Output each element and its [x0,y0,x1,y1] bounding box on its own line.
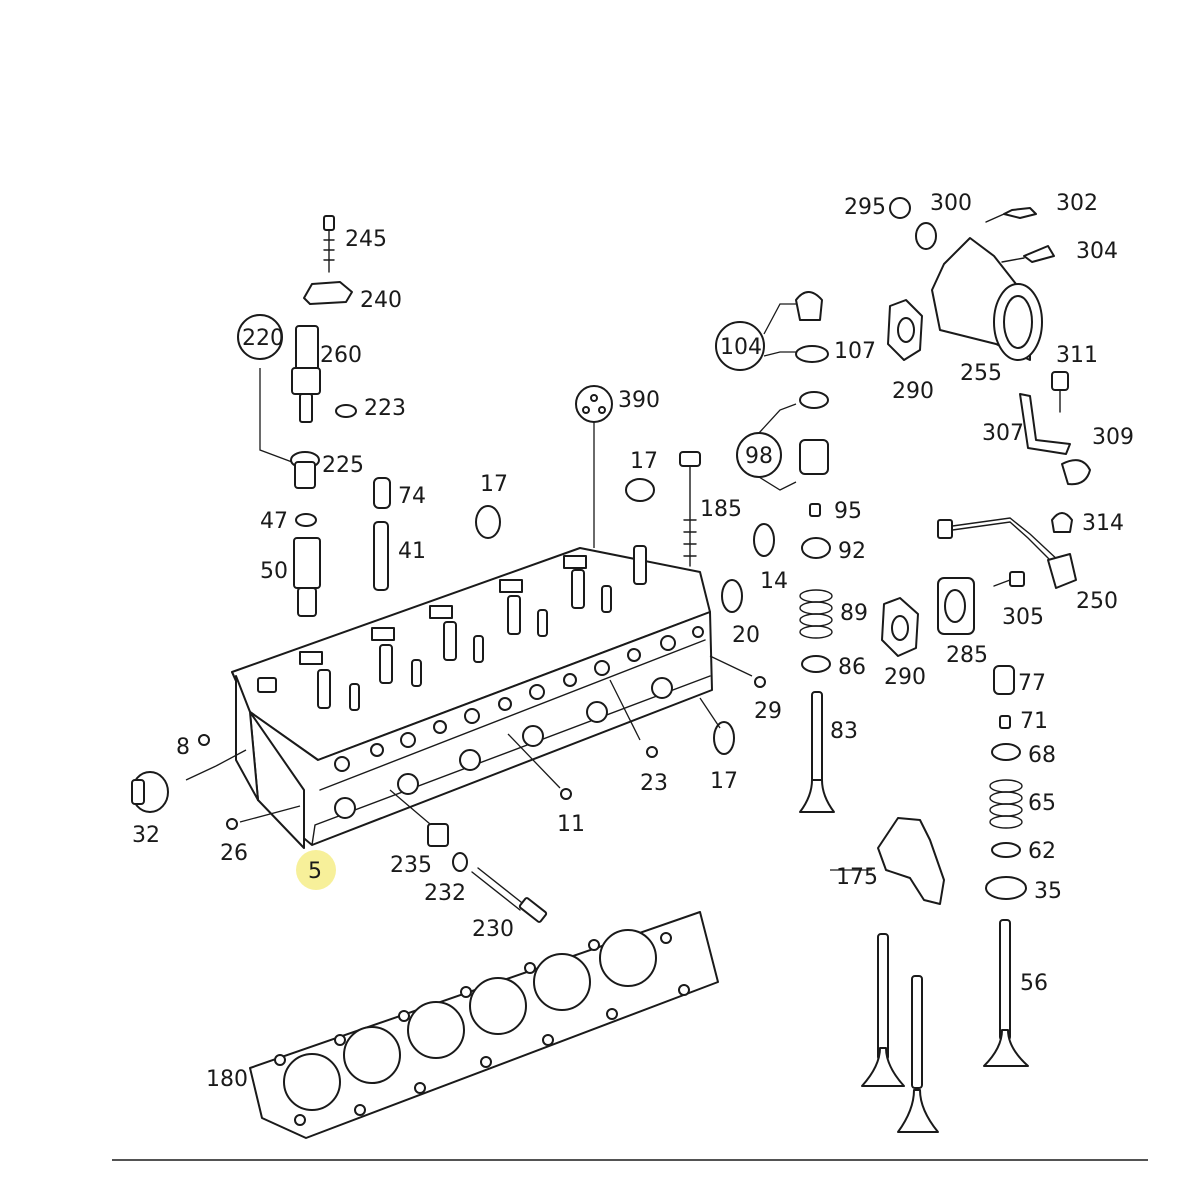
label-295[interactable]: 295 [844,195,886,220]
label-14[interactable]: 14 [760,569,788,594]
label-250[interactable]: 250 [1076,589,1118,614]
label-245[interactable]: 245 [345,227,387,252]
label-311[interactable]: 311 [1056,343,1098,368]
label-92[interactable]: 92 [838,539,866,564]
label-62[interactable]: 62 [1028,839,1056,864]
label-32[interactable]: 32 [132,823,160,848]
label-314[interactable]: 314 [1082,511,1124,536]
label-290-b[interactable]: 290 [884,665,926,690]
label-77[interactable]: 77 [1018,671,1046,696]
label-290-a[interactable]: 290 [892,379,934,404]
label-232[interactable]: 232 [424,881,466,906]
label-255[interactable]: 255 [960,361,1002,386]
label-29[interactable]: 29 [754,699,782,724]
label-260[interactable]: 260 [320,343,362,368]
label-8[interactable]: 8 [176,735,190,760]
label-95[interactable]: 95 [834,499,862,524]
bolt-185 [679,451,701,567]
label-89[interactable]: 89 [840,601,868,626]
label-235[interactable]: 235 [390,853,432,878]
glow-plug-group [427,823,548,923]
head-gasket [249,911,719,1139]
label-86[interactable]: 86 [838,655,866,680]
bracket-390 [575,385,613,548]
label-285[interactable]: 285 [946,643,988,668]
label-68[interactable]: 68 [1028,743,1056,768]
label-107[interactable]: 107 [834,339,876,364]
label-35[interactable]: 35 [1034,879,1062,904]
label-83[interactable]: 83 [830,719,858,744]
plugs-and-discs [131,478,775,830]
label-11[interactable]: 11 [557,812,585,837]
label-230[interactable]: 230 [472,917,514,942]
label-47[interactable]: 47 [260,509,288,534]
label-185[interactable]: 185 [700,497,742,522]
label-175[interactable]: 175 [836,865,878,890]
valve-train-center [715,291,835,813]
label-41[interactable]: 41 [398,539,426,564]
label-309[interactable]: 309 [1092,425,1134,450]
head-ports [334,626,704,819]
label-17-a[interactable]: 17 [480,472,508,497]
part-104-circle [715,321,765,371]
label-180[interactable]: 180 [206,1067,248,1092]
label-56[interactable]: 56 [1020,971,1048,996]
cylinder-head [231,545,713,849]
label-71[interactable]: 71 [1020,709,1048,734]
label-220[interactable]: 220 [242,326,284,351]
part-labels: 245 240 220 260 223 225 74 47 41 50 17 3… [132,191,1134,1092]
label-50[interactable]: 50 [260,559,288,584]
leader-lines [185,655,872,871]
label-17-c[interactable]: 17 [710,769,738,794]
thermostat-housing [881,197,1091,657]
label-74[interactable]: 74 [398,484,426,509]
label-26[interactable]: 26 [220,841,248,866]
label-225[interactable]: 225 [322,453,364,478]
valve-train-right [861,665,1029,1133]
head-valve-springs [257,545,647,711]
label-23[interactable]: 23 [640,771,668,796]
label-98[interactable]: 98 [745,444,773,469]
label-65[interactable]: 65 [1028,791,1056,816]
part-220-circle [237,314,283,360]
label-390[interactable]: 390 [618,388,660,413]
part-5-highlight [296,850,336,890]
injector-group [237,215,391,617]
label-20[interactable]: 20 [732,623,760,648]
label-240[interactable]: 240 [360,288,402,313]
label-223[interactable]: 223 [364,396,406,421]
label-104[interactable]: 104 [720,335,762,360]
label-300[interactable]: 300 [930,191,972,216]
label-302[interactable]: 302 [1056,191,1098,216]
label-304[interactable]: 304 [1076,239,1118,264]
label-305[interactable]: 305 [1002,605,1044,630]
label-5[interactable]: 5 [308,859,322,884]
label-17-b[interactable]: 17 [630,449,658,474]
label-307[interactable]: 307 [982,421,1024,446]
